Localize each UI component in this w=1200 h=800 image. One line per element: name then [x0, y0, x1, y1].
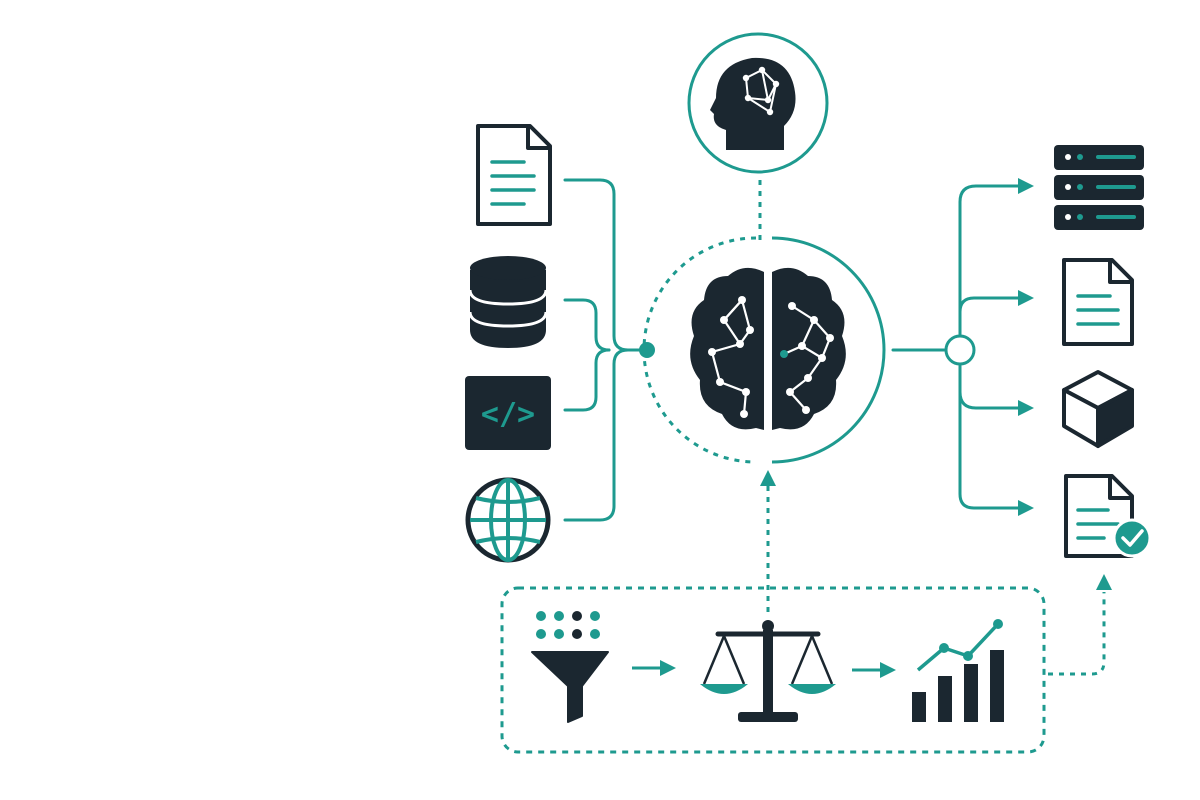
check-badge-icon: [1112, 518, 1152, 558]
verified-document-icon: [1064, 474, 1152, 558]
code-icon: </>: [465, 376, 551, 450]
connector-database: [563, 298, 611, 352]
connector-code: [563, 348, 611, 412]
center-node: [642, 236, 886, 464]
balance-scale-icon: [700, 620, 836, 722]
filter-funnel-icon: [531, 611, 609, 723]
top-node: [687, 32, 829, 174]
pipeline-arrow-2: [852, 662, 896, 678]
pipeline-panel: [500, 586, 1046, 754]
pipeline-arrow-1: [632, 660, 676, 676]
cube-icon: [1062, 370, 1134, 448]
input-connectors: [563, 178, 647, 522]
pipeline-to-brain-arrowhead: [760, 470, 776, 486]
document-icon: [476, 124, 552, 226]
connector-globe: [563, 348, 630, 522]
pipeline-to-output-arrowhead: [1096, 574, 1112, 590]
database-icon: [468, 256, 548, 348]
center-ring-solid: [771, 236, 886, 464]
output-icons: [1054, 145, 1152, 558]
pipeline-to-output-connector: [1048, 592, 1106, 676]
growth-chart-icon: [912, 619, 1004, 722]
brain-network-icon: [690, 267, 846, 430]
input-icons: </>: [465, 124, 552, 563]
connector-cube: [958, 362, 1022, 410]
connector-verified-document: [958, 362, 1022, 510]
connector-document: [563, 178, 647, 352]
head-network-icon: [710, 57, 796, 150]
connector-output-document: [958, 296, 1022, 338]
output-document-icon: [1062, 258, 1134, 346]
server-icon: [1054, 145, 1144, 230]
globe-icon: [465, 477, 551, 563]
output-connectors: [891, 184, 1022, 510]
output-split-node: [944, 334, 976, 366]
output-arrowheads: [1018, 178, 1034, 516]
connector-server: [958, 184, 1022, 338]
center-ring-dotted: [642, 236, 757, 464]
code-symbol: </>: [481, 397, 535, 432]
input-merge-node: [639, 342, 655, 358]
